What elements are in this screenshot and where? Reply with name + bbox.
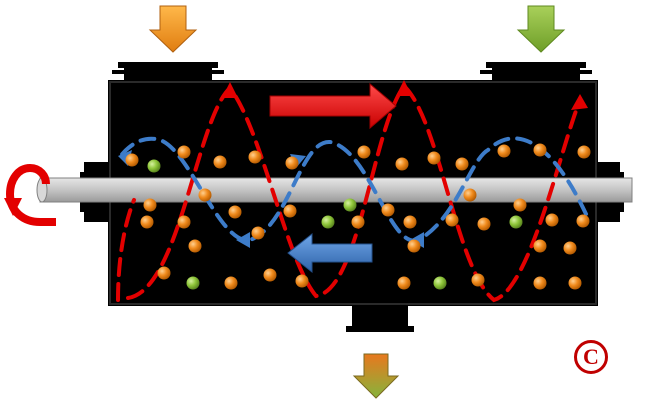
green-particle	[343, 198, 357, 212]
green-particle	[186, 276, 200, 290]
orange-particle	[568, 276, 582, 290]
green-particle	[147, 159, 161, 173]
inlet-flange-right	[480, 62, 592, 80]
blue-flow-arrowhead-3	[410, 232, 424, 248]
orange-particle	[471, 273, 485, 287]
orange-particle	[445, 213, 459, 227]
outlet-arrow-icon	[352, 353, 400, 399]
inlet-green-arrow-icon	[516, 5, 566, 53]
blue-flow-arrowhead-2	[236, 232, 250, 248]
blue-helical-flow	[116, 136, 588, 243]
orange-particle	[177, 215, 191, 229]
rotation-arrow-icon	[4, 164, 56, 226]
orange-particle	[263, 268, 277, 282]
green-particle	[509, 215, 523, 229]
orange-particle	[533, 276, 547, 290]
orange-particle	[463, 188, 477, 202]
orange-particle	[513, 198, 527, 212]
red-flow-arrowhead-2	[396, 80, 412, 96]
orange-particle	[563, 241, 577, 255]
orange-particle	[143, 198, 157, 212]
red-flow-arrowhead-3	[571, 94, 588, 110]
orange-particle	[188, 239, 202, 253]
orange-particle	[577, 145, 591, 159]
orange-particle	[403, 215, 417, 229]
orange-particle	[285, 156, 299, 170]
orange-particle	[157, 266, 171, 280]
orange-particle	[177, 145, 191, 159]
green-particle	[321, 215, 335, 229]
orange-particle	[533, 239, 547, 253]
forward-flow-arrow-icon	[269, 82, 397, 130]
orange-particle	[224, 276, 238, 290]
orange-particle	[381, 203, 395, 217]
orange-particle	[455, 157, 469, 171]
orange-particle	[395, 157, 409, 171]
orange-particle	[533, 143, 547, 157]
orange-particle	[213, 155, 227, 169]
orange-particle	[545, 213, 559, 227]
orange-particle	[283, 204, 297, 218]
rotor-shaft	[39, 177, 633, 203]
orange-particle	[397, 276, 411, 290]
inlet-orange-arrow-icon	[148, 5, 198, 53]
inlet-flange-left	[112, 62, 224, 80]
particle-group	[125, 143, 591, 290]
red-flow-arrowhead-1	[222, 82, 238, 98]
orange-particle	[198, 188, 212, 202]
orange-particle	[576, 214, 590, 228]
orange-particle	[251, 226, 265, 240]
orange-particle	[228, 205, 242, 219]
green-particle	[433, 276, 447, 290]
orange-particle	[357, 145, 371, 159]
red-helical-flow	[126, 82, 582, 303]
orange-particle	[248, 150, 262, 164]
orange-particle	[295, 274, 309, 288]
orange-particle	[140, 215, 154, 229]
backward-flow-arrow-icon	[287, 232, 373, 274]
orange-particle	[497, 144, 511, 158]
copyright-icon: C	[574, 340, 608, 374]
orange-particle	[477, 217, 491, 231]
outlet-flange	[346, 306, 414, 332]
orange-particle	[407, 239, 421, 253]
orange-particle	[351, 215, 365, 229]
orange-particle	[125, 153, 139, 167]
orange-particle	[427, 151, 441, 165]
